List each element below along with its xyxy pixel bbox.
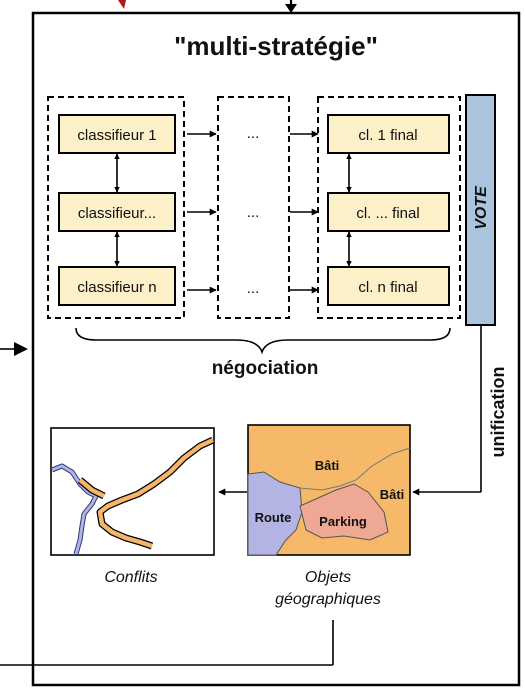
conflicts-road-branch-fill xyxy=(78,478,106,499)
classifier-label-1: classifieur 1 xyxy=(77,127,156,144)
diagram-title: "multi-stratégie" xyxy=(174,31,378,61)
ellipsis-1: ... xyxy=(247,125,260,142)
conflicts-river-inner xyxy=(51,464,98,555)
conflicts-road-main-fill xyxy=(97,437,214,549)
final-box-3 xyxy=(327,266,450,306)
negotiation-label: négociation xyxy=(212,358,319,379)
ellipsis-2: ... xyxy=(247,204,260,221)
unification-label: unification xyxy=(488,367,508,458)
final-box-2 xyxy=(327,192,450,232)
negotiation-brace xyxy=(75,327,451,355)
red-arrow-fragment xyxy=(118,0,126,9)
final-label-2: cl. ... final xyxy=(356,205,419,222)
classifier-label-3: classifieur n xyxy=(77,279,156,296)
vote-bar xyxy=(465,94,496,326)
final-box-1 xyxy=(327,114,450,154)
caption-objects-line1: Objets xyxy=(305,569,351,586)
caption-conflicts: Conflits xyxy=(104,569,157,586)
final-classifier-group xyxy=(317,96,461,319)
map-parking-area xyxy=(299,483,389,541)
classifier-group xyxy=(47,96,185,319)
classifier-box-1 xyxy=(58,114,176,154)
conflicts-map xyxy=(50,427,215,556)
ellipsis-3: ... xyxy=(247,280,260,297)
caption-objects-line2: géographiques xyxy=(275,591,381,608)
top-arrow-head xyxy=(285,4,297,13)
classifier-box-2 xyxy=(58,192,176,232)
vote-label: VOTE xyxy=(473,185,490,230)
map-route-area xyxy=(247,471,303,556)
map-label-bati-right: Bâti xyxy=(380,487,405,502)
map-label-bati-top: Bâti xyxy=(315,458,340,473)
map-label-parking: Parking xyxy=(319,514,367,529)
left-incoming-arrowhead xyxy=(14,342,28,356)
map-boundary-line xyxy=(299,447,411,491)
map-label-route: Route xyxy=(255,510,292,525)
final-label-1: cl. 1 final xyxy=(358,127,417,144)
intermediate-group xyxy=(217,96,290,319)
conflicts-frame xyxy=(50,427,215,556)
final-label-3: cl. n final xyxy=(358,279,417,296)
classifier-label-2: classifieur... xyxy=(78,205,156,222)
geographic-objects-map: Bâti Bâti Route Parking xyxy=(247,424,411,556)
classifier-box-3 xyxy=(58,266,176,306)
